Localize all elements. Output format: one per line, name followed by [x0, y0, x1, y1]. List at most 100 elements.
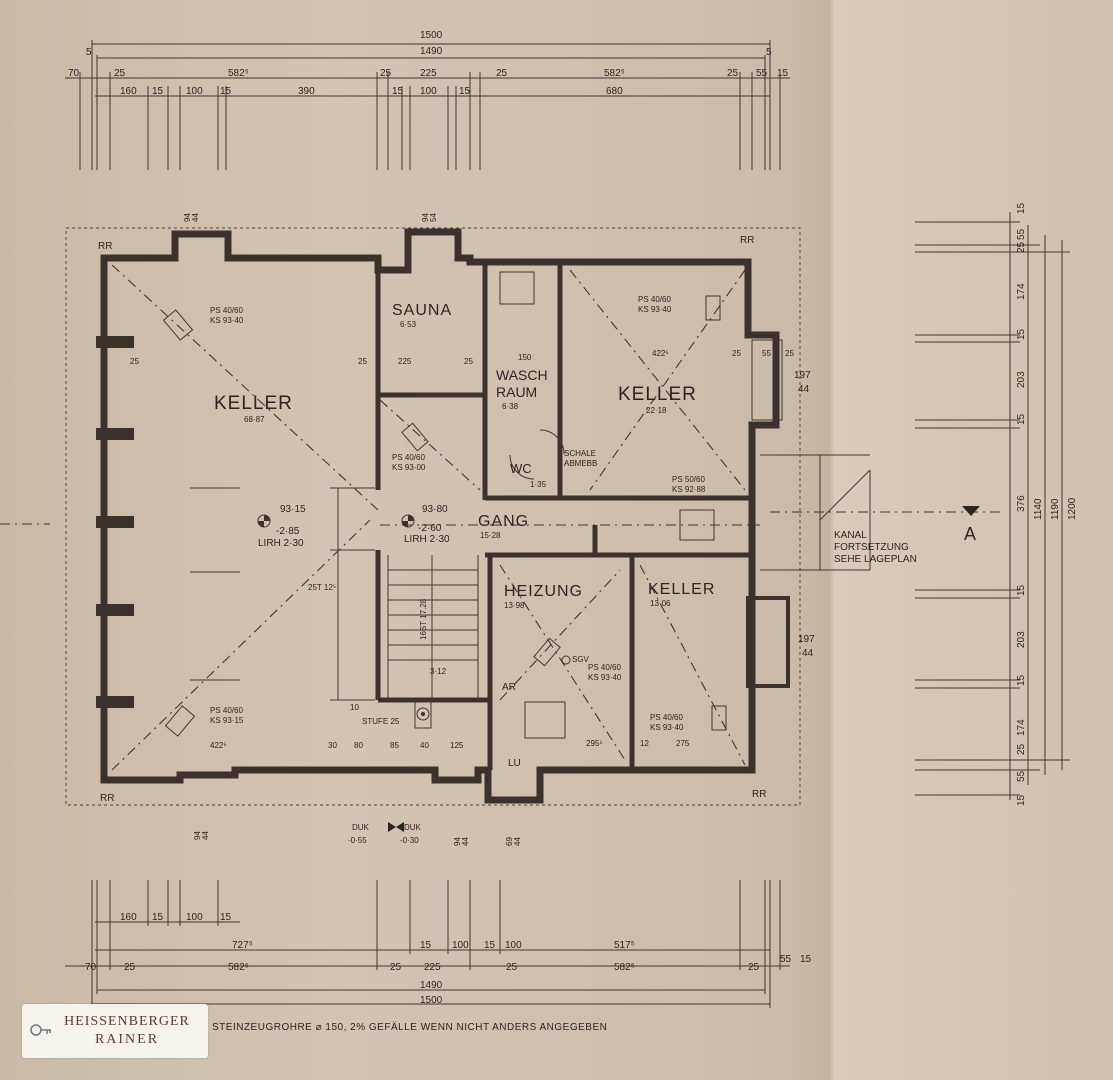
level-gang-2: -2·60 [418, 523, 442, 534]
bdim-100-c: 100 [505, 940, 522, 951]
stairs [387, 555, 479, 700]
duk-marker-icon [388, 822, 404, 832]
dim-15-a: 15 [777, 68, 789, 79]
win-right-1a: 197 [794, 370, 811, 381]
dim-15-d: 15 [392, 86, 404, 97]
ps-left-top: PS 40/60 [210, 306, 243, 315]
dim-25-b: 25 [380, 68, 392, 79]
idim-125: 125 [450, 741, 464, 750]
idim-25-c: 25 [464, 357, 473, 366]
logo-line1: HEISSENBERGER [64, 1014, 190, 1029]
idim-295: 295⁵ [586, 739, 603, 748]
rdim-15-c: 15 [1016, 413, 1027, 425]
room-waschraum-line1: WASCH [496, 367, 548, 383]
idim-80: 80 [354, 741, 363, 750]
ps-left-bottom: PS 40/60 [210, 706, 243, 715]
rdim-1190: 1190 [1050, 498, 1061, 520]
lirh-gang: LIRH 2·30 [404, 534, 450, 545]
dim-582-a: 582⁵ [228, 68, 249, 79]
bdim-160: 160 [120, 912, 137, 923]
bdim-15-a: 15 [152, 912, 164, 923]
room-wc-name: WC [510, 461, 532, 476]
door-swings [414, 429, 565, 729]
dim-total-1500: 1500 [420, 30, 443, 41]
kanal-line3: SEHE LAGEPLAN [834, 554, 917, 565]
ks-heiz: KS 93·40 [588, 673, 622, 682]
bdim-25-b: 25 [390, 962, 402, 973]
agency-logo: HEISSENBERGER RAINER [22, 1004, 208, 1058]
dim-25-a: 25 [114, 68, 126, 79]
rdim-376: 376 [1016, 495, 1027, 512]
sewer-connection [760, 454, 980, 571]
level-gang-1: 93·80 [422, 504, 448, 515]
rdim-55-b: 55 [1016, 770, 1027, 782]
bdim-582-a: 582⁵ [228, 962, 249, 973]
room-sauna-area: 6·53 [400, 320, 417, 329]
lu-label: LU [508, 758, 521, 769]
win-bot-1b: 44 [201, 831, 210, 840]
rdim-25-b: 25 [1016, 743, 1027, 755]
idim-12: 12 [640, 739, 649, 748]
duk1-value: -0·55 [348, 836, 367, 845]
level-left-1: 93·15 [280, 504, 306, 515]
duk2-value: -0·30 [400, 836, 419, 845]
dim-15-e: 15 [459, 86, 471, 97]
level-markers [257, 514, 571, 665]
abmebb-label: ABMEBB [564, 459, 597, 468]
ar-label: AR [502, 682, 516, 693]
ks-left-bottom: KS 93·15 [210, 716, 244, 725]
win-bot-2b: 44 [461, 837, 470, 846]
logo-line2: RAINER [94, 1032, 160, 1047]
ks-left-top: KS 93·40 [210, 316, 244, 325]
bdim-517: 517⁵ [614, 940, 635, 951]
win-right-2a: 197 [798, 634, 815, 645]
win-right-2b: 44 [802, 648, 814, 659]
room-keller-small-area: 13·06 [650, 599, 671, 608]
right-dimension-chain: 15 55 25 174 15 203 15 376 15 203 15 174… [915, 202, 1078, 806]
win-bot-2a: 94 [453, 837, 462, 846]
win-top-2a: 94 [421, 213, 430, 222]
rdim-174-b: 174 [1016, 719, 1027, 736]
bdim-15-c: 15 [420, 940, 432, 951]
rdim-15-e: 15 [1016, 674, 1027, 686]
room-keller-right-area: 22·18 [646, 406, 667, 415]
dim-225: 225 [420, 68, 437, 79]
dim-100-b: 100 [420, 86, 437, 97]
win-bot-3b: 44 [513, 837, 522, 846]
win-top-2b: 54 [429, 213, 438, 222]
rdim-55-a: 55 [1016, 228, 1027, 240]
dim-25-d: 25 [727, 68, 739, 79]
window-well-right-upper [751, 339, 783, 421]
room-heizung-area: 13·98 [504, 601, 525, 610]
bdim-15-b: 15 [220, 912, 232, 923]
stair-cut-label: 25T 12⁵ [308, 583, 336, 592]
idim-275: 275 [676, 739, 690, 748]
idim-10: 10 [350, 703, 359, 712]
rdim-15-a: 15 [1016, 202, 1027, 214]
dim-25-c: 25 [496, 68, 508, 79]
stairs-label: 16ST 17.28 [419, 598, 428, 640]
lirh-left: LIRH 2·30 [258, 538, 304, 549]
room-gang-area: 15·28 [480, 531, 501, 540]
dim-5-left: 5 [86, 47, 92, 58]
ps-mid: PS 40/60 [392, 453, 425, 462]
schale-label: SCHALE [564, 449, 596, 458]
rr-top-left: RR [98, 241, 112, 252]
idim-25-d: 25 [732, 349, 741, 358]
bdim-1490: 1490 [420, 980, 443, 991]
room-keller-right-name: KELLER [618, 384, 697, 405]
dim-15-c: 15 [220, 86, 232, 97]
bdim-1500: 1500 [420, 995, 443, 1006]
room-labels: KELLER 68·87 SAUNA 6·53 WASCH RAUM 6·38 … [214, 302, 714, 610]
rdim-1200: 1200 [1067, 497, 1078, 520]
ps-right-top: PS 40/60 [638, 295, 671, 304]
rdim-174-a: 174 [1016, 283, 1027, 300]
room-wc-area: 1·35 [530, 480, 547, 489]
dim-680: 680 [606, 86, 623, 97]
drain-boxes [162, 271, 727, 739]
idim-25-e: 25 [785, 349, 794, 358]
bdim-225: 225 [424, 962, 441, 973]
duk1-label: DUK [352, 823, 370, 832]
